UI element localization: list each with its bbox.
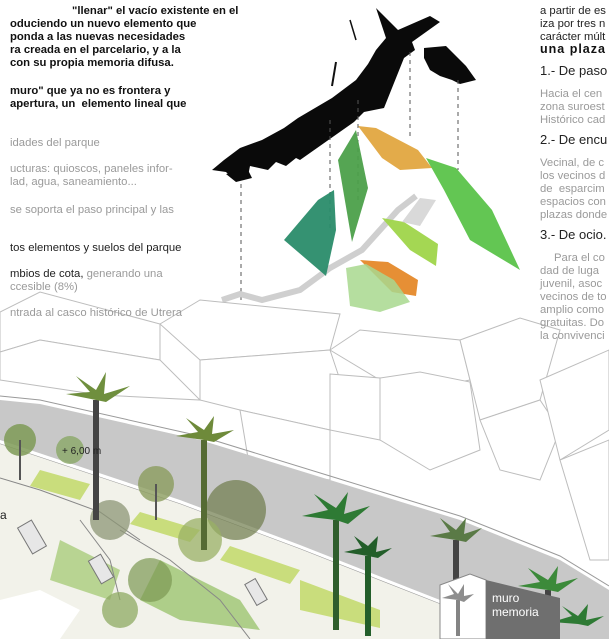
wall-line: apertura, un elemento lineal que [10, 98, 187, 110]
infrastructure-line: ucturas: quioscos, paneles infor- [10, 163, 173, 175]
intro-right-line: carácter múlt [540, 31, 606, 43]
heading-encuentro: 2.- De encu [540, 132, 608, 147]
ocio-line: la convivenci [540, 330, 605, 342]
park-ground [0, 444, 480, 639]
wall-line: muro" que ya no es frontera y [10, 85, 171, 97]
shape-gray [402, 198, 436, 226]
intro-line: oduciendo un nuevo elemento que [10, 18, 197, 30]
ramp-text: generando una [83, 268, 163, 280]
wall-label-1: muro [492, 591, 520, 605]
shape-dark-green [284, 190, 336, 276]
paso-line: Hacia el cen [540, 88, 603, 100]
shape-lime [382, 218, 438, 266]
intro-line: con su propia memoria difusa. [10, 57, 174, 69]
infrastructure-line: lad, agua, saneamiento... [10, 176, 137, 188]
ocio-line: amplio como [540, 304, 605, 316]
heading-ocio: 3.- De ocio. [540, 227, 607, 242]
encuentro-line: los vecinos d [540, 170, 606, 182]
side-label: a [0, 508, 7, 522]
buildings [0, 291, 609, 561]
accessible-line: ccesible (8%) [10, 281, 78, 293]
ocio-line: gratuitas. Do [540, 317, 605, 329]
intro-line: "llenar" el vacío existente en el [72, 5, 239, 17]
shape-yellow-orange [358, 126, 432, 170]
encuentro-line: plazas donde [540, 209, 608, 221]
encuentro-line: Vecinal, de c [540, 157, 605, 169]
park-needs-line: idades del parque [10, 137, 100, 149]
wall-label-2: memoria [492, 605, 539, 619]
intro-line: ra creada en el parcelario, y a la [10, 44, 181, 56]
main-path-line: se soporta el paso principal y las [10, 204, 174, 216]
ocio-line: juvenil, asoc [540, 278, 603, 290]
park-elements-line: tos elementos y suelos del parque [10, 242, 182, 254]
ocio-line: vecinos de to [540, 291, 607, 303]
ocio-line: dad de luga [540, 265, 600, 277]
shape-bright-green [426, 158, 520, 270]
encuentro-line: de esparcim [540, 183, 605, 195]
paso-line: zona suroest [540, 101, 605, 113]
intro-line: ponda a las nuevas necesidades [10, 31, 186, 43]
trees-round [4, 424, 266, 628]
entrance-line: ntrada al casco histórico de Utrera [10, 307, 183, 319]
site-silhouette [212, 8, 476, 182]
ocio-line: Para el co [554, 252, 605, 264]
shape-pale-green [346, 264, 410, 312]
level-change-text: mbios de cota, [10, 268, 84, 280]
program-shapes [284, 126, 520, 312]
plaza-heading: una plaza [540, 42, 606, 56]
shape-mid-green [338, 130, 368, 242]
memory-wall [439, 573, 560, 639]
level-change-line: mbios de cota, generando una [10, 268, 163, 281]
ground-outline [221, 193, 418, 304]
paso-line: Histórico cad [540, 114, 606, 126]
intro-right-line: iza por tres n [540, 18, 606, 30]
heading-paso: 1.- De paso [540, 63, 608, 78]
encuentro-line: espacios con [540, 196, 606, 208]
elevation-label: + 6,00 m [62, 446, 102, 457]
intro-right-line: a partir de es [540, 5, 606, 17]
palm-trees [66, 372, 604, 639]
